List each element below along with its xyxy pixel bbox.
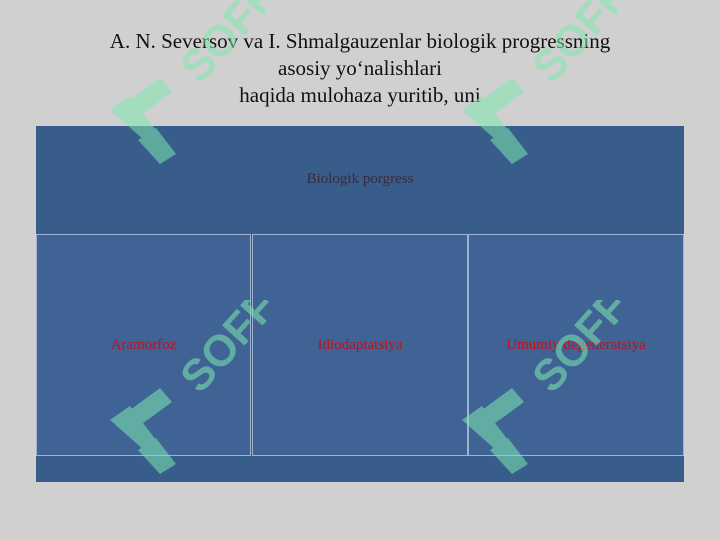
item-box-idiodaptatsiya: Idiodaptatsiya (252, 234, 468, 456)
progress-diagram: Biologik porgress Aramorfoz Idiodaptatsi… (36, 126, 684, 482)
top-box: Biologik porgress (36, 126, 684, 232)
bottom-bar (36, 458, 684, 482)
title-line-1: A. N. Seversov va I. Shmalgauzenlar biol… (109, 29, 611, 53)
slide-title: A. N. Seversov va I. Shmalgauzenlar biol… (40, 28, 680, 109)
item-box-umumiy-degeneratsiya: Umumiy degeneratsiya (468, 234, 684, 456)
item-label: Umumiy degeneratsiya (506, 336, 646, 353)
item-label: Idiodaptatsiya (317, 336, 403, 353)
item-box-aramorfoz: Aramorfoz (36, 234, 251, 456)
title-line-2: asosiy yo‘nalishlari (278, 56, 442, 80)
items-row: Aramorfoz Idiodaptatsiya Umumiy degenera… (36, 232, 684, 458)
item-label: Aramorfoz (110, 336, 177, 353)
top-box-label: Biologik porgress (306, 170, 414, 187)
title-line-3: haqida mulohaza yuritib, uni (239, 83, 481, 107)
